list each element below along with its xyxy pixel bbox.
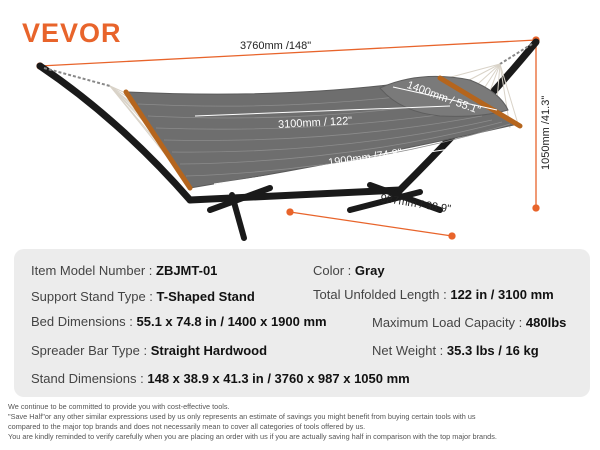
spec-label: Bed Dimensions : xyxy=(31,314,133,329)
spec-item-model: Item Model Number : ZBJMT-01 xyxy=(31,263,217,278)
disclaimer-line: "Save Half"or any other similar expressi… xyxy=(8,412,476,421)
spec-label: Support Stand Type : xyxy=(31,289,153,304)
disclaimer: We continue to be committed to provide y… xyxy=(8,402,598,442)
spec-value: ZBJMT-01 xyxy=(156,263,218,278)
spec-stand-type: Support Stand Type : T-Shaped Stand xyxy=(31,289,255,304)
specifications-panel xyxy=(14,249,590,397)
spec-value: 55.1 x 74.8 in / 1400 x 1900 mm xyxy=(136,314,327,329)
spec-value: 480lbs xyxy=(525,315,567,330)
bed-dimension-lines xyxy=(194,86,498,185)
spreader-bar-right xyxy=(437,75,523,129)
spec-label: Total Unfolded Length : xyxy=(313,287,447,302)
disclaimer-line: We continue to be committed to provide y… xyxy=(8,402,230,411)
spreader-bar-left xyxy=(123,89,193,191)
spec-load-capacity: Maximum Load Capacity : 480lbs xyxy=(372,315,566,330)
spec-color: Color : Gray xyxy=(313,263,385,278)
hammock-stand xyxy=(36,38,540,241)
brand-logo: VEVOR xyxy=(22,18,122,48)
spec-spreader-bar: Spreader Bar Type : Straight Hardwood xyxy=(31,343,267,358)
pillow xyxy=(379,75,509,117)
spec-value: Gray xyxy=(354,263,385,278)
spec-value: 35.3 lbs / 16 kg xyxy=(446,343,539,358)
spec-net-weight: Net Weight : 35.3 lbs / 16 kg xyxy=(372,343,539,358)
spec-unfolded-length: Total Unfolded Length : 122 in / 3100 mm xyxy=(313,287,554,302)
spec-label: Color : xyxy=(313,263,352,278)
spec-value: 122 in / 3100 mm xyxy=(450,287,554,302)
spec-label: Net Weight : xyxy=(372,343,444,358)
hammock-illustration xyxy=(36,36,540,241)
chains xyxy=(43,43,533,87)
spec-label: Item Model Number : xyxy=(31,263,153,278)
spec-label: Maximum Load Capacity : xyxy=(372,315,523,330)
disclaimer-line: compared to the major top brands and doe… xyxy=(8,422,366,431)
spec-label: Spreader Bar Type : xyxy=(31,343,148,358)
spec-stand-dimensions: Stand Dimensions : 148 x 38.9 x 41.3 in … xyxy=(31,371,410,386)
total-length-label: 3760mm /148" xyxy=(240,40,312,52)
spec-value: T-Shaped Stand xyxy=(156,289,255,304)
spec-bed-dimensions: Bed Dimensions : 55.1 x 74.8 in / 1400 x… xyxy=(31,314,327,329)
disclaimer-line: You are kindly reminded to verify carefu… xyxy=(8,432,497,441)
spec-label: Stand Dimensions : xyxy=(31,371,144,386)
height-label: 1050mm /41.3" xyxy=(540,95,552,170)
spec-value: Straight Hardwood xyxy=(150,343,268,358)
spec-value: 148 x 38.9 x 41.3 in / 3760 x 987 x 1050… xyxy=(147,371,410,386)
